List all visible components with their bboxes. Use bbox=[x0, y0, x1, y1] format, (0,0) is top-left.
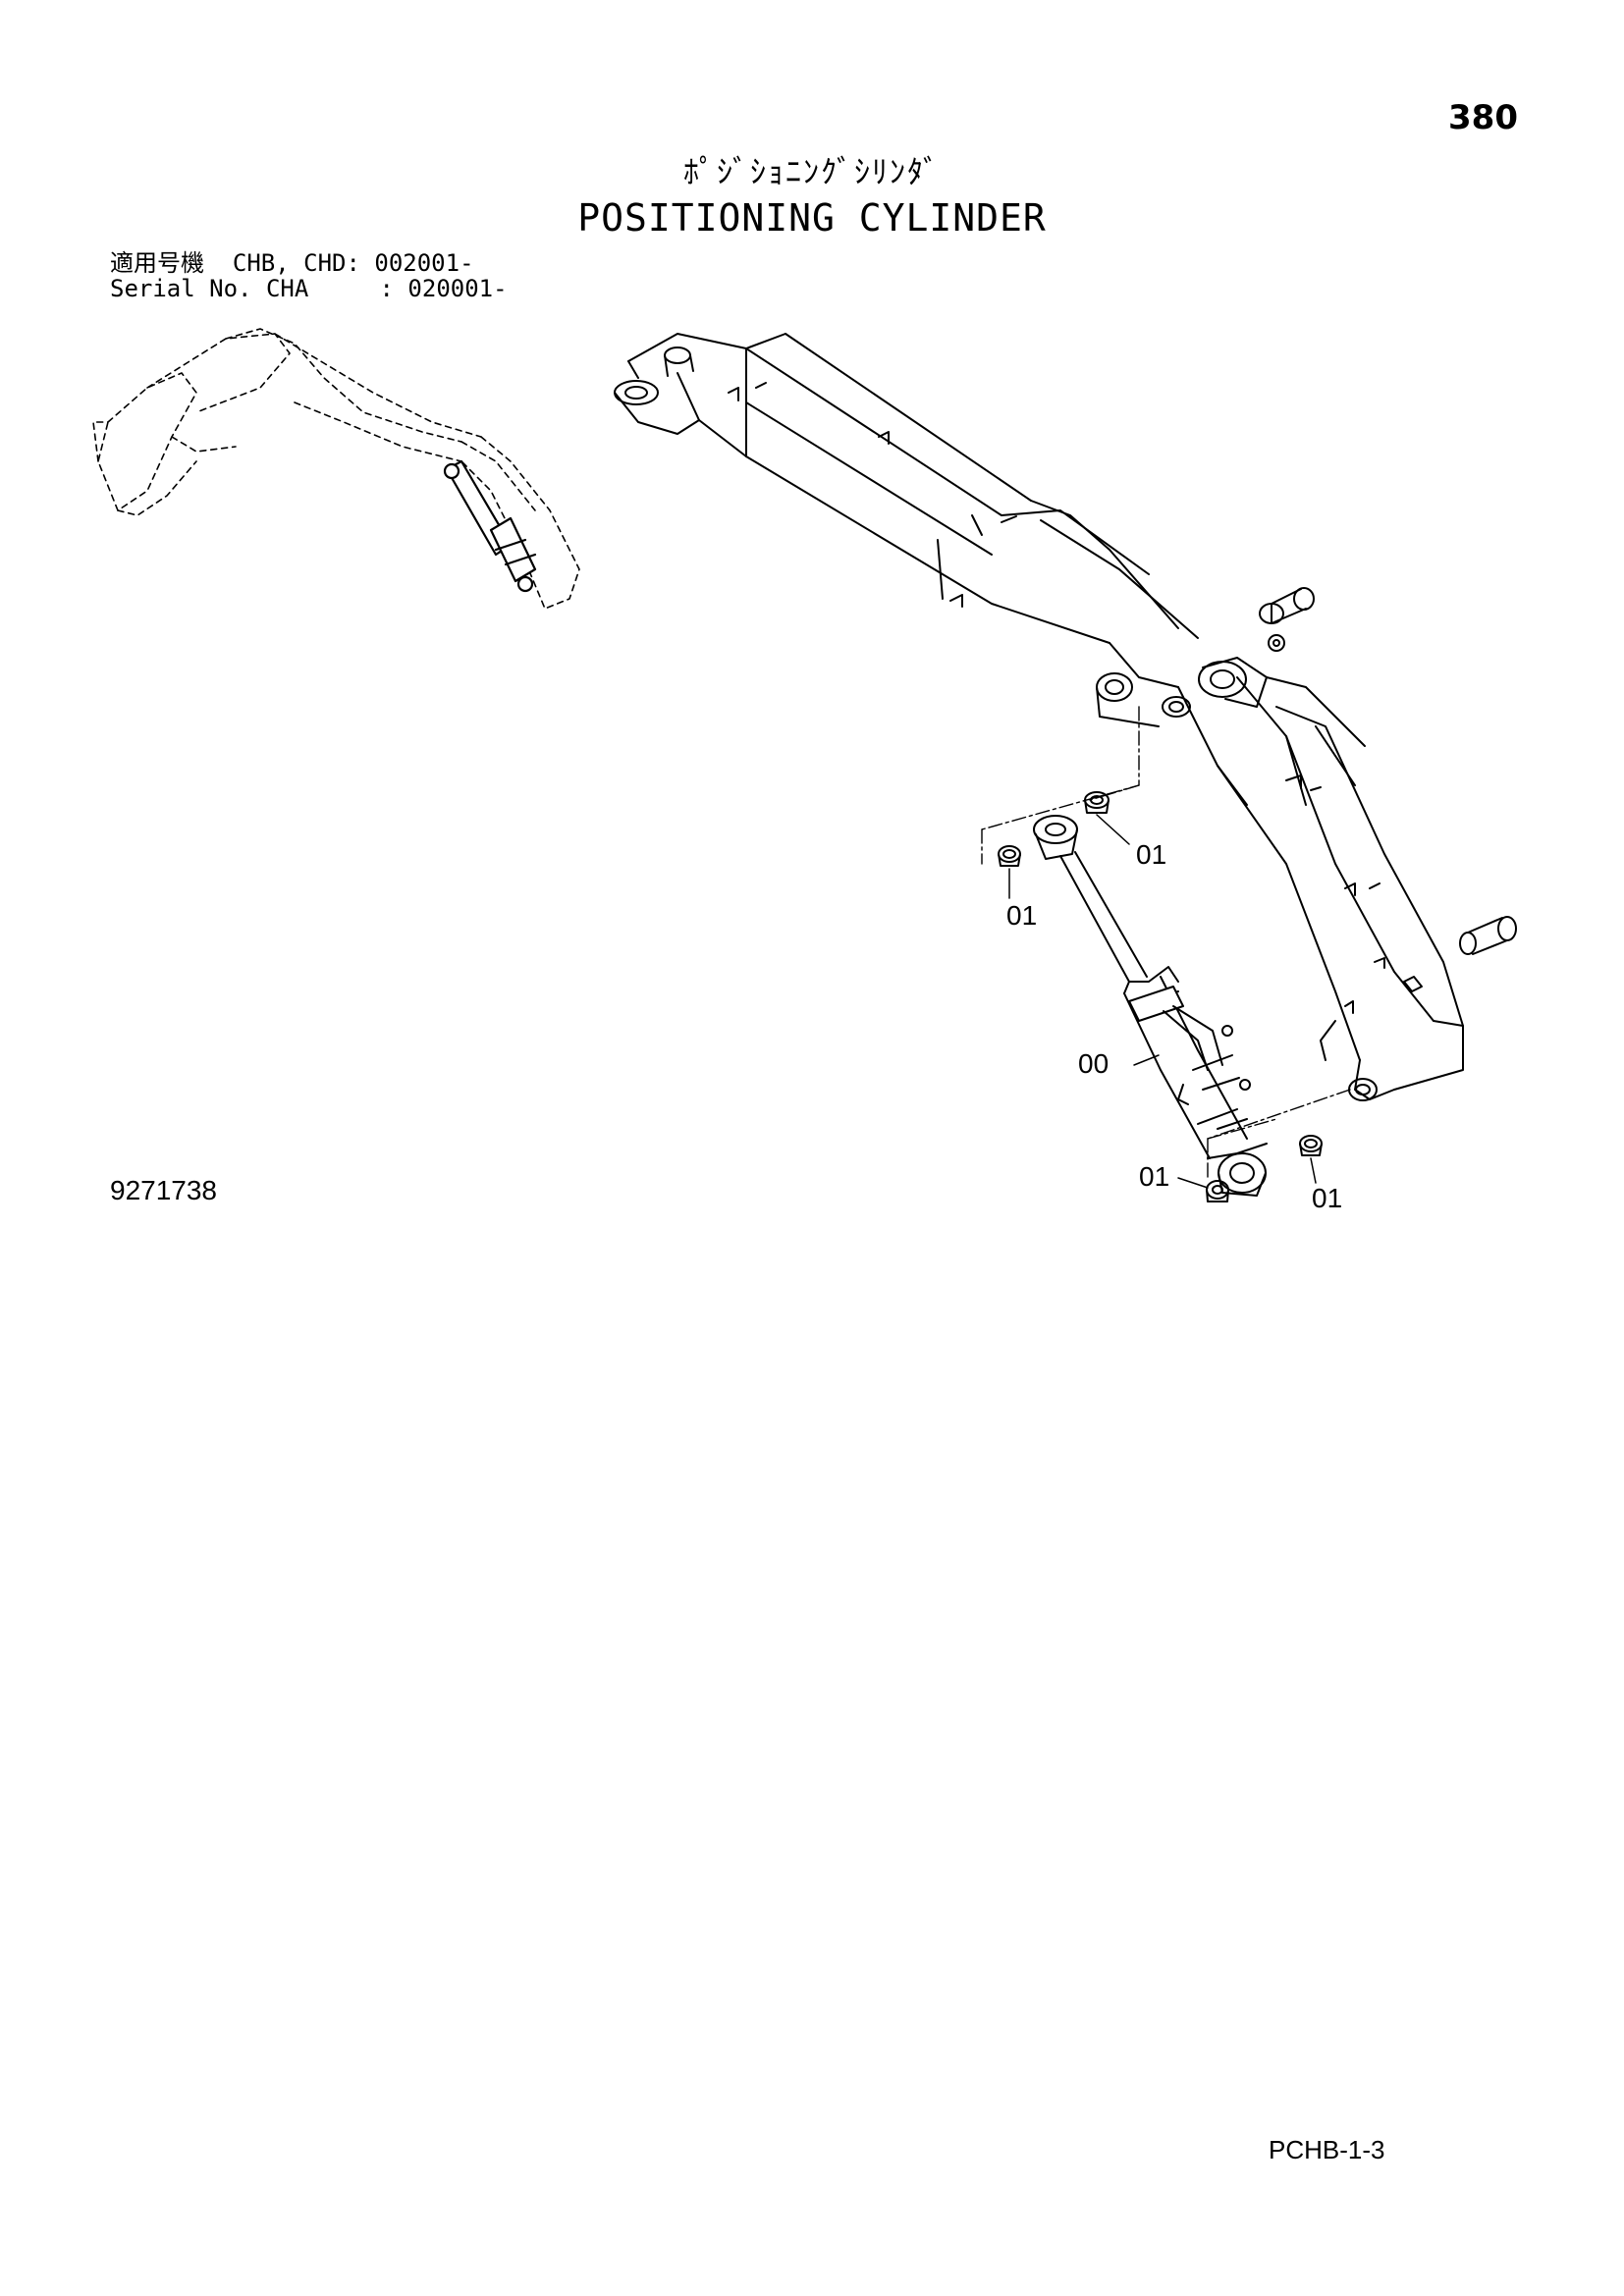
bushing-bottom-right bbox=[1299, 1135, 1323, 1156]
boom-arm-drawing bbox=[614, 333, 1517, 1101]
callout-bushing-top-left: 01 bbox=[1006, 900, 1038, 931]
overview-thumbnail bbox=[92, 328, 580, 610]
page-title-japanese: ﾎﾟｼﾞｼｮﾆﾝｸﾞｼﾘﾝﾀﾞ bbox=[682, 153, 941, 190]
callout-bushing-top-right: 01 bbox=[1136, 839, 1167, 870]
page-code: PCHB-1-3 bbox=[1269, 2135, 1385, 2164]
callout-bushing-bottom-left: 01 bbox=[1139, 1161, 1170, 1192]
bushing-bottom-left bbox=[1206, 1180, 1229, 1202]
callout-leaders bbox=[1008, 814, 1317, 1189]
positioning-cylinder bbox=[1033, 815, 1268, 1197]
bushing-top-right bbox=[1084, 791, 1110, 814]
drawing-number: 9271738 bbox=[110, 1175, 218, 1205]
serial-line-1: 適用号機 CHB, CHD: 002001- bbox=[110, 249, 474, 277]
page-title: POSITIONING CYLINDER bbox=[577, 196, 1047, 240]
bushing-top-left bbox=[998, 845, 1021, 867]
serial-applicability: 適用号機 CHB, CHD: 002001-Serial No. CHA : 0… bbox=[110, 250, 508, 301]
page-number: 380 bbox=[1448, 98, 1518, 137]
callout-cylinder: 00 bbox=[1078, 1048, 1110, 1079]
serial-line-2: Serial No. CHA : 020001- bbox=[110, 275, 508, 302]
callout-bushing-bottom-right: 01 bbox=[1312, 1183, 1343, 1213]
